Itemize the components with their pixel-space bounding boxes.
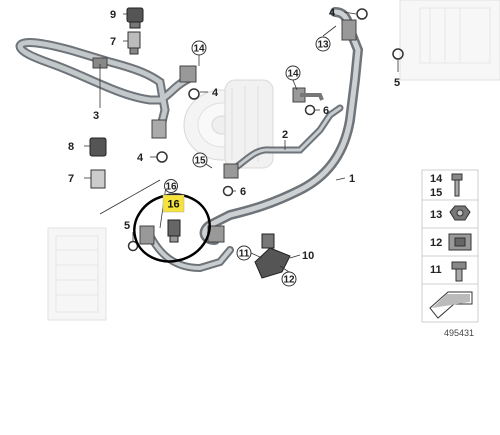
callout-16-circle[interactable]: 16 bbox=[164, 179, 178, 193]
callout-9[interactable]: 9 bbox=[110, 9, 116, 21]
screw-icon bbox=[451, 261, 467, 282]
svg-text:15: 15 bbox=[194, 156, 206, 167]
cap-9 bbox=[126, 7, 144, 29]
svg-text:11: 11 bbox=[430, 264, 442, 276]
callout-6-upper[interactable]: 6 bbox=[323, 105, 329, 117]
oring-4a bbox=[188, 88, 200, 100]
svg-text:6: 6 bbox=[323, 105, 329, 117]
svg-text:10: 10 bbox=[302, 250, 314, 262]
svg-text:13: 13 bbox=[430, 209, 442, 221]
callout-4-upper[interactable]: 4 bbox=[212, 87, 219, 99]
oring-6b bbox=[304, 104, 316, 116]
hose-2 bbox=[223, 87, 344, 179]
lower-hose bbox=[139, 225, 234, 273]
svg-text:15: 15 bbox=[430, 187, 442, 199]
oring-4c bbox=[356, 8, 368, 20]
callout-12[interactable]: 12 bbox=[281, 271, 297, 287]
callout-13[interactable]: 13 bbox=[315, 36, 331, 52]
legend-panel: 14 15 13 12 11 bbox=[421, 169, 479, 323]
callout-3[interactable]: 3 bbox=[93, 110, 99, 122]
oring-6a bbox=[222, 185, 234, 197]
callout-6-lower[interactable]: 6 bbox=[240, 186, 246, 198]
svg-text:16: 16 bbox=[165, 182, 177, 193]
legend-item-12[interactable]: 12 bbox=[430, 233, 472, 251]
callout-7-upper[interactable]: 7 bbox=[110, 36, 116, 48]
svg-text:12: 12 bbox=[283, 275, 295, 286]
svg-text:2: 2 bbox=[282, 129, 288, 141]
callout-15[interactable]: 15 bbox=[192, 152, 208, 168]
svg-text:13: 13 bbox=[317, 40, 329, 51]
svg-text:1: 1 bbox=[349, 173, 355, 185]
callout-10[interactable]: 10 bbox=[302, 250, 314, 262]
svg-text:14: 14 bbox=[287, 69, 299, 80]
sensor-16 bbox=[167, 219, 181, 243]
bolt-icon bbox=[451, 173, 463, 197]
svg-text:3: 3 bbox=[93, 110, 99, 122]
svg-text:5: 5 bbox=[394, 77, 400, 89]
svg-text:8: 8 bbox=[68, 141, 74, 153]
bracket-10 bbox=[254, 233, 291, 279]
legend-item-13[interactable]: 13 bbox=[430, 205, 471, 221]
callout-16-highlighted[interactable]: 16 bbox=[162, 194, 185, 213]
cap-8 bbox=[89, 137, 107, 157]
callout-4-top[interactable]: 4 bbox=[329, 7, 336, 19]
compressor-faded bbox=[183, 79, 274, 169]
svg-text:7: 7 bbox=[110, 36, 116, 48]
svg-text:12: 12 bbox=[430, 237, 442, 249]
svg-text:4: 4 bbox=[137, 152, 144, 164]
callout-11[interactable]: 11 bbox=[236, 245, 252, 261]
callout-5-left[interactable]: 5 bbox=[124, 220, 130, 232]
diagram-sheet-icon bbox=[429, 291, 473, 319]
svg-text:6: 6 bbox=[240, 186, 246, 198]
legend-item-11[interactable]: 11 bbox=[430, 261, 467, 282]
clip-nut-icon bbox=[448, 233, 472, 251]
svg-text:5: 5 bbox=[124, 220, 130, 232]
callout-5-right[interactable]: 5 bbox=[394, 77, 400, 89]
svg-text:4: 4 bbox=[329, 7, 336, 19]
callout-7-lower[interactable]: 7 bbox=[68, 173, 74, 185]
svg-text:14: 14 bbox=[193, 44, 205, 55]
oring-5b bbox=[392, 48, 404, 60]
oring-4b bbox=[156, 151, 168, 163]
callout-14-right[interactable]: 14 bbox=[285, 65, 301, 81]
callout-2[interactable]: 2 bbox=[282, 129, 288, 141]
callout-8[interactable]: 8 bbox=[68, 141, 74, 153]
hose-1 bbox=[199, 7, 364, 245]
callout-4-middle[interactable]: 4 bbox=[137, 152, 144, 164]
svg-text:11: 11 bbox=[239, 249, 250, 260]
svg-text:14: 14 bbox=[430, 173, 443, 185]
heater-core-faded bbox=[47, 227, 107, 321]
hose-3 bbox=[15, 38, 197, 139]
condenser-faded bbox=[399, 0, 500, 81]
callout-14-left[interactable]: 14 bbox=[191, 40, 207, 56]
valve-7a bbox=[127, 31, 141, 55]
svg-text:4: 4 bbox=[212, 87, 219, 99]
hex-nut-icon bbox=[449, 205, 471, 221]
callout-1[interactable]: 1 bbox=[349, 173, 355, 185]
valve-7b bbox=[90, 169, 106, 189]
legend-item-14-15[interactable]: 14 15 bbox=[430, 173, 463, 199]
diagram-number: 495431 bbox=[444, 328, 474, 338]
svg-text:9: 9 bbox=[110, 9, 116, 21]
svg-text:16: 16 bbox=[167, 199, 179, 211]
svg-text:7: 7 bbox=[68, 173, 74, 185]
